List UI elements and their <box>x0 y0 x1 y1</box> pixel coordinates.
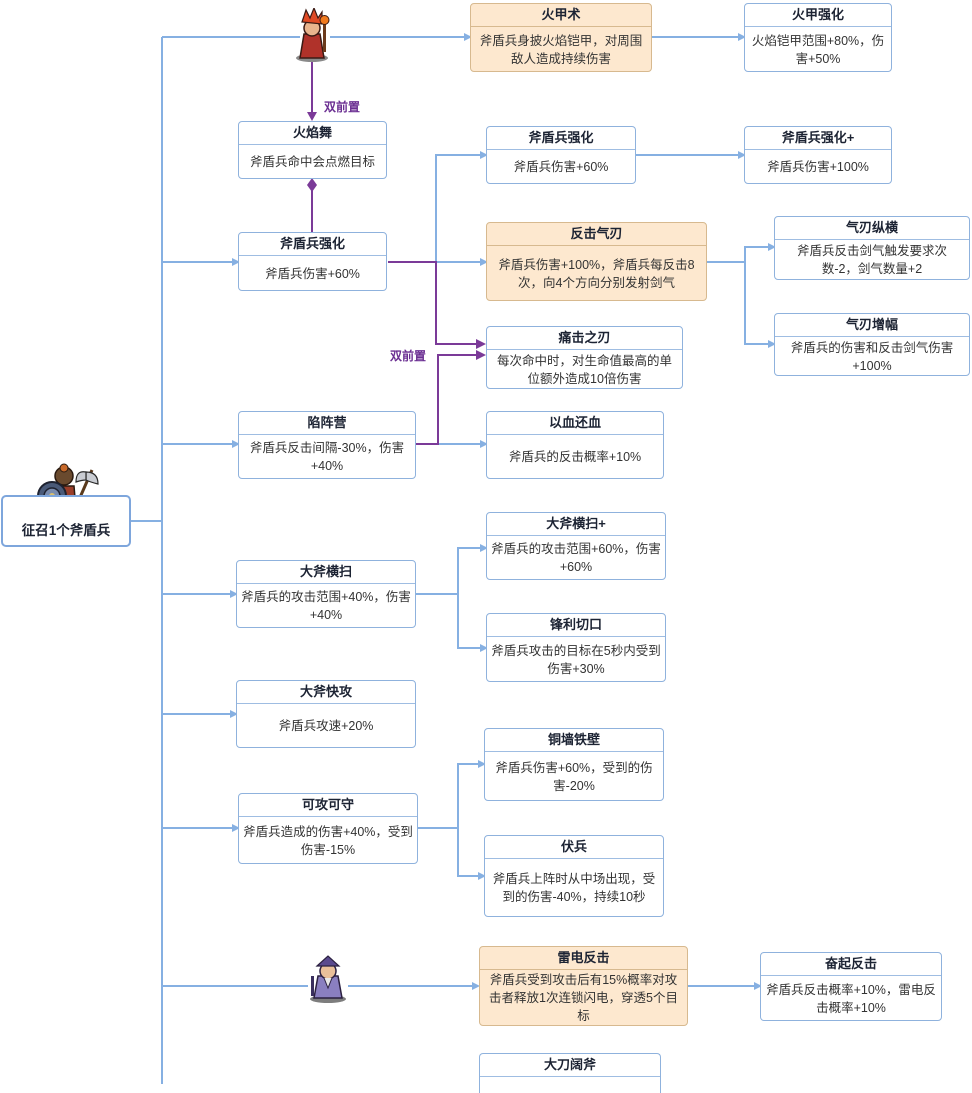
node-desc: 斧盾兵的伤害和反击剑气伤害+100% <box>790 340 954 373</box>
node-fire-armor-plus[interactable]: 火甲强化 火焰铠甲范围+80%，伤害+50% <box>744 3 892 72</box>
node-shield-up-2[interactable]: 斧盾兵强化 斧盾兵伤害+60% <box>486 126 636 184</box>
node-desc: 斧盾兵伤害+100%，斧盾兵每反击8次，向4个方向分别发射剑气 <box>498 257 695 290</box>
node-blade-storm[interactable]: 气刃纵横 斧盾兵反击剑气触发要求次数-2，剑气数量+2 <box>774 216 970 280</box>
node-title: 斧盾兵强化 <box>239 233 386 256</box>
node-desc: 斧盾兵造成的伤害+40%，受到伤害-15% <box>243 824 413 857</box>
node-title: 火甲强化 <box>745 4 891 27</box>
prereq-label-fire-dance: 双前置 <box>324 100 361 114</box>
node-title: 大斧横扫 <box>237 561 415 584</box>
node-axe-sweep-plus[interactable]: 大斧横扫+ 斧盾兵的攻击范围+60%，伤害+60% <box>486 512 666 580</box>
node-desc: 斧盾兵受到攻击后有15%概率对攻击者释放1次连锁闪电，穿透5个目标 <box>489 973 678 1023</box>
node-title: 火焰舞 <box>239 122 386 145</box>
node-title: 雷电反击 <box>480 947 687 970</box>
node-title: 锋利切口 <box>487 614 665 637</box>
node-crit-blade[interactable]: 痛击之刃 每次命中时，对生命值最高的单位额外造成10倍伤害 <box>486 326 683 389</box>
node-fire-armor[interactable]: 火甲术 斧盾兵身披火焰铠甲，对周围敌人造成持续伤害 <box>470 3 652 72</box>
node-title: 伏兵 <box>485 836 663 859</box>
node-desc: 斧盾兵伤害+60%，受到的伤害-20% <box>495 760 653 793</box>
node-counter-blade[interactable]: 反击气刃 斧盾兵伤害+100%，斧盾兵每反击8次，向4个方向分别发射剑气 <box>486 222 707 301</box>
thunder-sage-hero-icon <box>310 955 346 1003</box>
node-shield-up-plus[interactable]: 斧盾兵强化+ 斧盾兵伤害+100% <box>744 126 892 184</box>
node-desc: 每次命中时，对生命值最高的单位额外造成10倍伤害 <box>496 353 672 386</box>
node-desc: 斧盾兵的反击概率+10% <box>508 450 642 464</box>
node-title: 斧盾兵强化 <box>487 127 635 150</box>
node-big-blade-axe[interactable]: 大刀阔斧 <box>479 1053 661 1093</box>
node-desc: 斧盾兵攻速+20% <box>278 719 374 733</box>
node-axe-sweep[interactable]: 大斧横扫 斧盾兵的攻击范围+40%，伤害+40% <box>236 560 416 628</box>
node-title: 火甲术 <box>471 4 651 27</box>
node-title: 斧盾兵强化+ <box>745 127 891 150</box>
node-title: 奋起反击 <box>761 953 941 976</box>
node-atk-def[interactable]: 可攻可守 斧盾兵造成的伤害+40%，受到伤害-15% <box>238 793 418 864</box>
node-trap-camp[interactable]: 陷阵营 斧盾兵反击间隔-30%，伤害+40% <box>238 411 416 479</box>
node-desc: 斧盾兵反击剑气触发要求次数-2，剑气数量+2 <box>796 244 947 276</box>
fire-mage-hero-icon <box>296 6 330 62</box>
node-desc: 斧盾兵上阵时从中场出现，受到的伤害-40%，持续10秒 <box>492 872 656 904</box>
node-desc: 斧盾兵伤害+100% <box>767 160 869 174</box>
fire-hero-avatar[interactable] <box>292 6 332 62</box>
node-title: 大斧快攻 <box>237 681 415 704</box>
node-ambush[interactable]: 伏兵 斧盾兵上阵时从中场出现，受到的伤害-40%，持续10秒 <box>484 835 664 917</box>
node-iron-wall[interactable]: 铜墙铁壁 斧盾兵伤害+60%，受到的伤害-20% <box>484 728 664 801</box>
node-desc: 斧盾兵伤害+60% <box>513 160 609 174</box>
node-desc: 斧盾兵伤害+60% <box>265 266 360 281</box>
node-title: 陷阵营 <box>239 412 415 435</box>
node-desc: 斧盾兵反击概率+10%，雷电反击概率+10% <box>766 982 936 1015</box>
node-title: 大斧横扫+ <box>487 513 665 536</box>
node-title: 反击气刃 <box>487 223 706 246</box>
root-label: 征召1个斧盾兵 <box>21 523 111 538</box>
thunder-hero-avatar[interactable] <box>306 954 350 1004</box>
node-title: 以血还血 <box>487 412 663 435</box>
node-sharp-cut[interactable]: 锋利切口 斧盾兵攻击的目标在5秒内受到伤害+30% <box>486 613 666 682</box>
node-axe-speed[interactable]: 大斧快攻 斧盾兵攻速+20% <box>236 680 416 748</box>
node-desc: 火焰铠甲范围+80%，伤害+50% <box>751 33 885 66</box>
node-blood-return[interactable]: 以血还血 斧盾兵的反击概率+10% <box>486 411 664 479</box>
node-rise-counter[interactable]: 奋起反击 斧盾兵反击概率+10%，雷电反击概率+10% <box>760 952 942 1021</box>
node-blade-amp[interactable]: 气刃增幅 斧盾兵的伤害和反击剑气伤害+100% <box>774 313 970 376</box>
node-shield-up[interactable]: 斧盾兵强化 斧盾兵伤害+60% <box>238 232 387 291</box>
node-title: 痛击之刃 <box>487 327 682 350</box>
root-node[interactable]: 征召1个斧盾兵 <box>1 495 131 547</box>
node-thunder-counter[interactable]: 雷电反击 斧盾兵受到攻击后有15%概率对攻击者释放1次连锁闪电，穿透5个目标 <box>479 946 688 1026</box>
node-title: 可攻可守 <box>239 794 417 817</box>
node-desc: 斧盾兵身披火焰铠甲，对周围敌人造成持续伤害 <box>479 33 643 66</box>
node-desc: 斧盾兵的攻击范围+40%，伤害+40% <box>241 590 411 622</box>
node-title: 大刀阔斧 <box>480 1054 660 1077</box>
node-desc: 斧盾兵的攻击范围+60%，伤害+60% <box>491 542 661 574</box>
node-title: 气刃纵横 <box>775 217 969 240</box>
node-title: 气刃增幅 <box>775 314 969 337</box>
node-desc: 斧盾兵攻击的目标在5秒内受到伤害+30% <box>491 643 661 676</box>
node-fire-dance[interactable]: 火焰舞 斧盾兵命中会点燃目标 <box>238 121 387 179</box>
node-desc <box>480 1077 660 1093</box>
node-desc: 斧盾兵命中会点燃目标 <box>249 155 375 169</box>
node-desc: 斧盾兵反击间隔-30%，伤害+40% <box>249 441 405 473</box>
node-title: 铜墙铁壁 <box>485 729 663 752</box>
prereq-label-crit-blade: 双前置 <box>390 349 427 363</box>
